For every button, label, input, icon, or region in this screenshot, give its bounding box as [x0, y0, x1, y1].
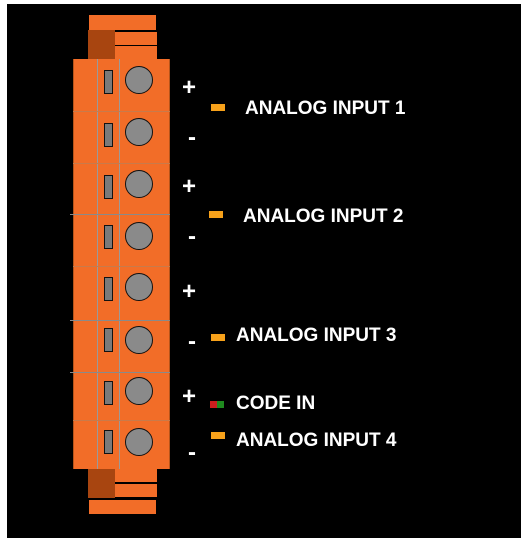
- analog-input-4-indicator: [211, 432, 225, 439]
- terminal-8-screw[interactable]: [125, 428, 153, 456]
- terminal-7-sign: +: [182, 383, 197, 410]
- terminal-6-sign: -: [188, 328, 196, 355]
- bottom-latch-base: [88, 469, 115, 498]
- terminal-6-release-slot[interactable]: [104, 328, 113, 352]
- analog-input-3-label: ANALOG INPUT 3: [236, 325, 397, 346]
- analog-input-4-label: ANALOG INPUT 4: [236, 430, 397, 451]
- terminal-separator: [70, 372, 170, 373]
- terminal-5-release-slot[interactable]: [104, 277, 113, 301]
- terminal-7-release-slot[interactable]: [104, 381, 113, 405]
- top-latch-lip: [115, 46, 157, 59]
- top-latch-tab: [115, 32, 157, 45]
- terminal-6-screw[interactable]: [125, 326, 153, 354]
- top-latch-cap: [89, 15, 156, 30]
- connector-seam-right: [119, 59, 120, 469]
- terminal-2-screw[interactable]: [125, 118, 153, 146]
- terminal-1-screw[interactable]: [125, 66, 153, 94]
- analog-input-3-indicator: [211, 334, 225, 341]
- terminal-separator: [73, 266, 170, 267]
- connector-body: [73, 59, 170, 469]
- bottom-latch-lip: [115, 484, 157, 497]
- terminal-2-release-slot[interactable]: [104, 123, 113, 147]
- terminal-4-release-slot[interactable]: [104, 225, 113, 249]
- terminal-8-sign: -: [188, 439, 196, 466]
- terminal-1-release-slot[interactable]: [104, 70, 113, 94]
- terminal-separator: [70, 320, 170, 321]
- analog-input-2-label: ANALOG INPUT 2: [243, 206, 404, 227]
- code-in-indicator-red: [210, 401, 217, 408]
- terminal-separator: [73, 163, 170, 164]
- terminal-3-sign: +: [182, 173, 197, 200]
- top-latch-base: [88, 30, 115, 59]
- code-in-indicator-green: [217, 401, 224, 408]
- terminal-4-sign: -: [188, 223, 196, 250]
- terminal-3-screw[interactable]: [125, 170, 153, 198]
- connector-seam-left: [97, 59, 98, 469]
- bottom-latch-tab: [115, 469, 157, 482]
- terminal-5-screw[interactable]: [125, 273, 153, 301]
- analog-input-2-indicator: [209, 211, 223, 218]
- terminal-1-sign: +: [182, 74, 197, 101]
- code-in-label: CODE IN: [236, 393, 316, 414]
- terminal-3-release-slot[interactable]: [104, 175, 113, 199]
- terminal-5-sign: +: [182, 278, 197, 305]
- terminal-8-release-slot[interactable]: [104, 430, 113, 454]
- terminal-2-sign: -: [188, 124, 196, 151]
- terminal-4-screw[interactable]: [125, 222, 153, 250]
- terminal-separator: [73, 420, 170, 421]
- terminal-separator: [70, 214, 170, 215]
- terminal-7-screw[interactable]: [125, 377, 153, 405]
- bottom-latch-cap: [89, 500, 156, 514]
- terminal-separator: [73, 111, 170, 112]
- analog-input-1-label: ANALOG INPUT 1: [245, 98, 406, 119]
- code-in-indicator: [210, 401, 224, 408]
- analog-input-1-indicator: [211, 104, 225, 111]
